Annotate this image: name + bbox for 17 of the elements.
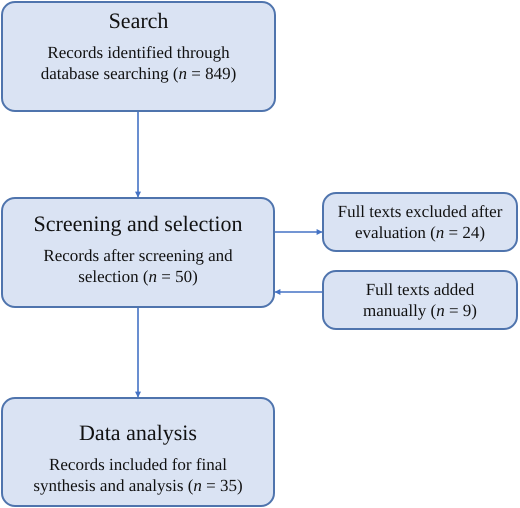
note-box — [322, 192, 518, 252]
stage-box — [1, 397, 275, 507]
box-heading: Screening and selection — [34, 211, 242, 237]
box-heading: Data analysis — [79, 420, 197, 446]
arrow — [274, 289, 322, 295]
box-text: Records after screening and selection (n = 50) — [42, 245, 234, 287]
arrow — [135, 308, 141, 398]
stage-box — [1, 197, 275, 308]
box-text: Records identified through database searching (n = 849) — [40, 42, 238, 84]
stage-box — [1, 1, 276, 112]
arrow — [135, 112, 141, 198]
box-heading: Search — [108, 8, 168, 34]
note-box — [322, 270, 518, 330]
box-text: Records included for final synthesis and analysis (n = 35) — [32, 454, 244, 496]
box-text: Full texts excluded after evaluation (n = 24) — [336, 201, 504, 243]
box-text: Full texts added manually (n = 9) — [362, 279, 478, 321]
arrow — [275, 229, 323, 235]
